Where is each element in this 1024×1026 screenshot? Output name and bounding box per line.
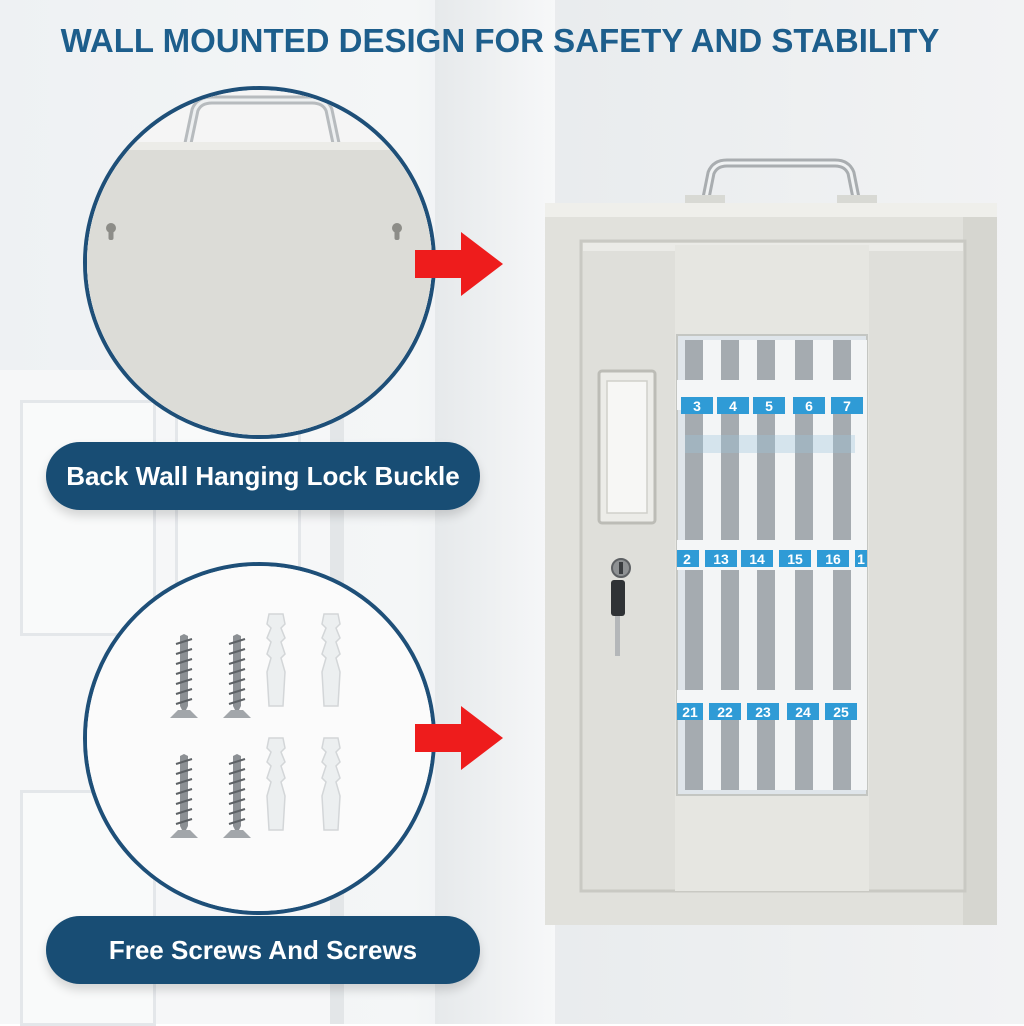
back-panel-illustration — [87, 90, 432, 435]
slot-number: 21 — [682, 704, 698, 720]
carry-handle-icon — [700, 158, 862, 208]
door-panel — [20, 400, 156, 636]
slot-number: 1 — [857, 551, 865, 567]
hanging-hole-left — [106, 223, 116, 240]
slot-number: 6 — [805, 398, 813, 414]
label-free-screws: Free Screws And Screws — [46, 916, 480, 984]
slot-label-row-2: 2 13 14 15 16 1 — [677, 550, 867, 567]
screws-detail-circle — [83, 562, 436, 915]
slot-number: 5 — [765, 398, 773, 414]
red-arrow-right-icon — [415, 706, 503, 770]
screws-illustration — [87, 566, 432, 911]
phone-locker-cabinet: 3 4 5 6 7 2 13 14 15 16 1 21 22 23 24 25 — [545, 158, 997, 925]
slot-number: 16 — [825, 551, 841, 567]
slot-label-row-3: 21 22 23 24 25 — [677, 703, 857, 720]
slot-number: 2 — [683, 551, 691, 567]
label-back-wall-buckle: Back Wall Hanging Lock Buckle — [46, 442, 480, 510]
glass-logo-watermark — [685, 435, 855, 453]
red-arrow-right-icon — [415, 232, 503, 296]
slot-number: 23 — [755, 704, 771, 720]
key-lock-icon — [611, 558, 631, 656]
slot-number: 4 — [729, 398, 737, 414]
wall-corner — [435, 0, 555, 1024]
slot-number: 15 — [787, 551, 803, 567]
hanging-hole-right — [392, 223, 402, 240]
slot-number: 22 — [717, 704, 733, 720]
slot-number: 25 — [833, 704, 849, 720]
slot-number: 3 — [693, 398, 701, 414]
slot-label-row-1: 3 4 5 6 7 — [681, 397, 863, 414]
slot-number: 7 — [843, 398, 851, 414]
headline: WALL MOUNTED DESIGN FOR SAFETY AND STABI… — [60, 22, 940, 59]
slot-number: 14 — [749, 551, 765, 567]
slot-number: 13 — [713, 551, 729, 567]
slot-number: 24 — [795, 704, 811, 720]
back-wall-detail-circle — [83, 86, 436, 439]
